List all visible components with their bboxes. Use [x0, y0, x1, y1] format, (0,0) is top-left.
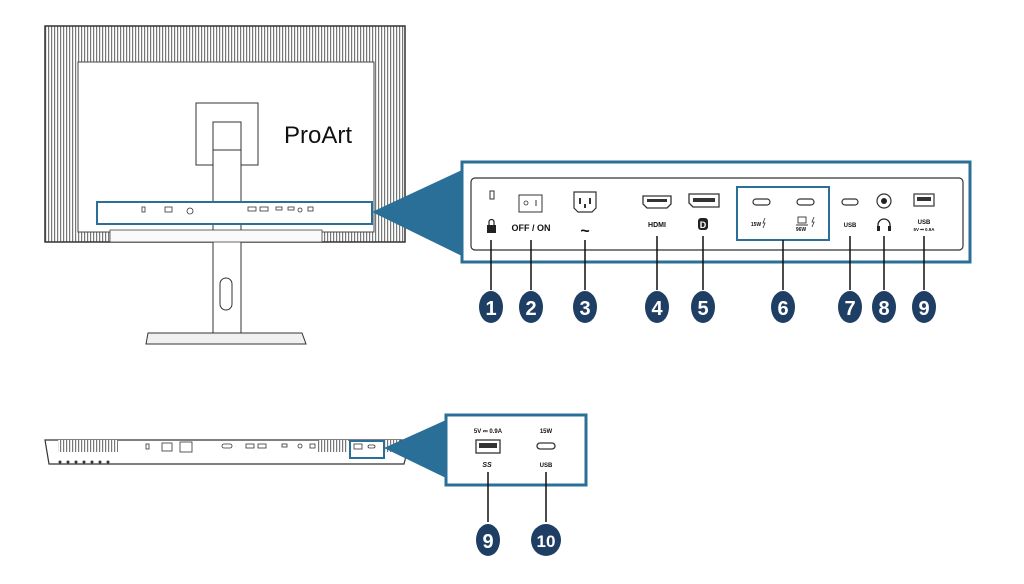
side-usbc-rating: 15W [540, 429, 553, 435]
brand-logo: ProArt [284, 122, 352, 149]
zoom-callout-side [384, 420, 446, 478]
side-usbc-port [536, 442, 556, 450]
power-switch-label: OFF / ON [512, 223, 551, 233]
superspeed-logo: SS [482, 462, 492, 469]
svg-text:6: 6 [777, 298, 788, 320]
monitor-rear-view: ProArt [44, 25, 406, 345]
power-switch [518, 194, 543, 213]
svg-text:1: 1 [485, 298, 496, 320]
usbc-96w-label: 96W [796, 227, 807, 233]
svg-text:5: 5 [697, 298, 708, 320]
hdmi-port [642, 195, 672, 209]
callout-badge-10: 10 [531, 524, 561, 556]
side-port-panel: 5V ⎓ 0.9A SS 15W USB [444, 413, 588, 487]
svg-text:9: 9 [918, 298, 929, 320]
usba-rating: 5V ⎓ 0.9A [913, 227, 935, 232]
callout-badge-7: 7 [838, 291, 862, 323]
svg-text:D: D [700, 220, 707, 230]
leader-lines-side [487, 472, 547, 522]
laptop-icon [796, 216, 808, 226]
displayport-port [688, 193, 720, 208]
leader-lines-rear [490, 236, 925, 290]
usbc-96w-port [796, 198, 815, 206]
callout-badge-3: 3 [573, 291, 597, 323]
svg-text:2: 2 [525, 298, 536, 320]
ac-power-inlet [573, 191, 597, 213]
callout-badge-9: 9 [912, 291, 936, 323]
hdmi-label: HDMI [648, 222, 666, 229]
side-usba-port [475, 439, 501, 454]
svg-text:9: 9 [482, 531, 493, 553]
usba-port [913, 193, 935, 207]
usbc-15w-port [752, 198, 771, 206]
usbc-15w-label: 15W [751, 222, 762, 228]
ac-symbol: ~ [580, 223, 589, 240]
kensington-slot [489, 190, 495, 200]
headphone-icon [877, 218, 891, 231]
svg-text:4: 4 [651, 298, 663, 320]
usbc-data-label: USB [844, 223, 857, 229]
svg-text:7: 7 [844, 298, 855, 320]
callout-badge-1: 1 [479, 291, 503, 323]
bolt-icon [762, 217, 766, 229]
callout-badge-4: 4 [645, 291, 669, 323]
usbc-data-port [841, 198, 859, 206]
callout-badge-2: 2 [519, 291, 543, 323]
side-usba-rating: 5V ⎓ 0.9A [474, 429, 503, 435]
monitor-bottom-view [44, 439, 411, 465]
usba-label: USB [918, 220, 931, 226]
rear-port-panel: OFF / ON ~ HDMI D 15W [460, 160, 972, 264]
svg-text:8: 8 [878, 298, 889, 320]
callout-badge-5: 5 [691, 291, 715, 323]
svg-text:3: 3 [579, 298, 590, 320]
callout-badge-8: 8 [872, 291, 896, 323]
zoom-callout-rear [372, 170, 462, 256]
side-usbc-label: USB [540, 463, 553, 469]
callout-badges-rear: 1 2 3 4 5 6 7 8 9 [479, 291, 936, 323]
displayport-icon: D [698, 218, 708, 230]
callout-badge-6: 6 [771, 291, 795, 323]
svg-text:10: 10 [537, 532, 556, 551]
callout-badge-9-side: 9 [476, 524, 500, 556]
lock-icon [487, 218, 496, 233]
bolt-icon [811, 216, 815, 228]
callout-badges-side: 9 10 [476, 524, 561, 556]
